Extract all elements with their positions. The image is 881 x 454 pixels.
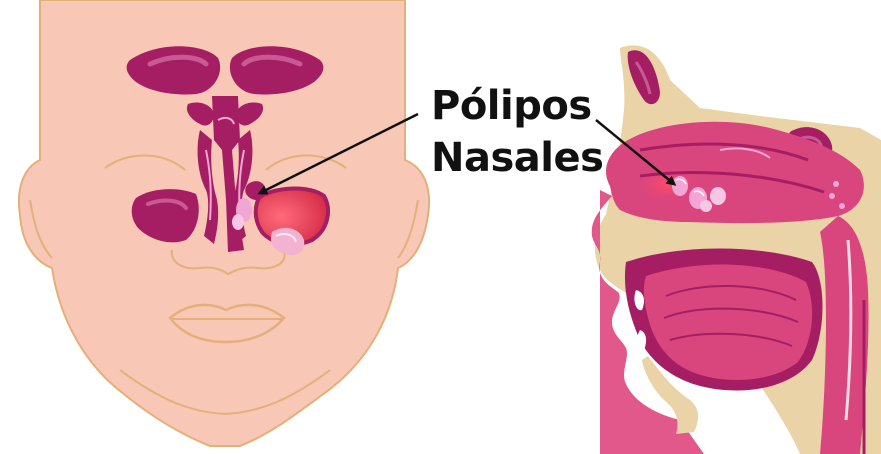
face-outline xyxy=(19,0,429,446)
label-nasales: Nasales xyxy=(431,138,603,178)
label-polipos: Pólipos xyxy=(431,86,592,126)
front-face xyxy=(19,0,429,446)
sagittal-head-section xyxy=(592,40,881,454)
pharynx xyxy=(820,216,869,454)
